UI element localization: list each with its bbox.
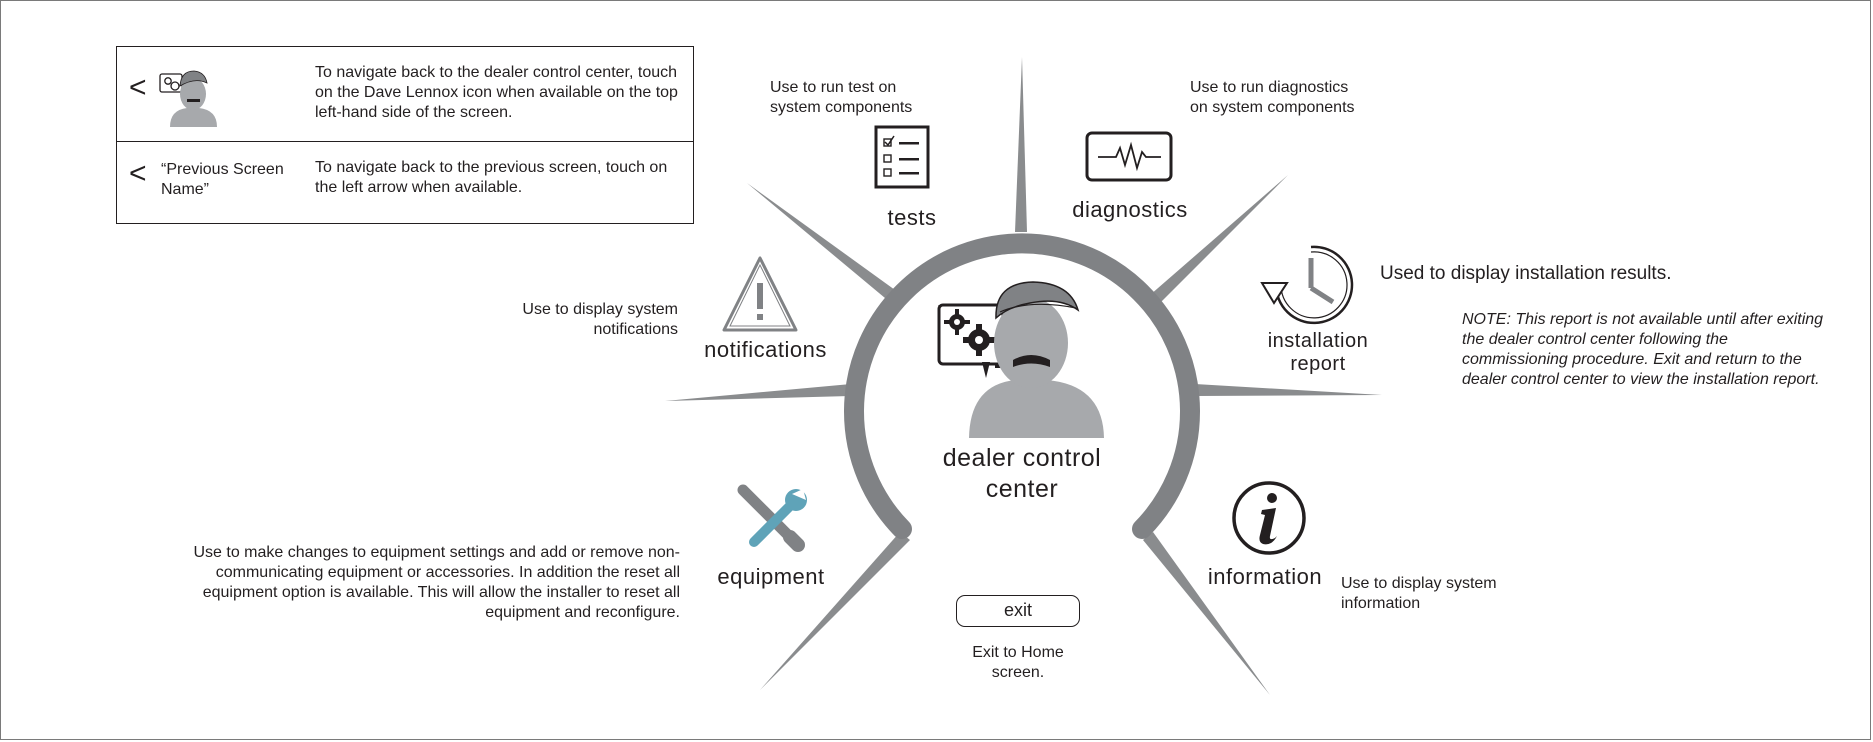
home-nav-row: < To navigate back to the dealer control…	[117, 47, 693, 142]
back-chevron-icon: <	[129, 71, 147, 104]
installation-report-note: NOTE: This report is not available until…	[1462, 311, 1824, 388]
spoke-right	[1195, 384, 1382, 396]
spoke-upper-left	[747, 183, 895, 298]
spoke-upper-right	[1150, 175, 1288, 303]
previous-screen-label: “Previous Screen Name”	[161, 161, 284, 198]
equipment-label[interactable]: equipment	[717, 564, 825, 589]
spoke-up	[1015, 57, 1027, 232]
information-description: Use to display system information	[1341, 575, 1497, 612]
pulse-monitor-icon[interactable]	[1085, 131, 1173, 182]
history-clock-icon[interactable]	[1260, 245, 1354, 325]
diagnostics-description: Use to run diagnostics on system compone…	[1190, 79, 1355, 116]
info-circle-icon[interactable]	[1232, 481, 1306, 555]
back-nav-description: To navigate back to the previous screen,…	[315, 159, 668, 196]
installation-report-label[interactable]: installation report	[1267, 330, 1369, 375]
center-ring	[844, 233, 1200, 539]
diagnostics-label[interactable]: diagnostics	[1072, 197, 1188, 222]
wrench-screwdriver-icon[interactable]	[737, 484, 807, 552]
notifications-label[interactable]: notifications	[704, 337, 827, 362]
tests-label[interactable]: tests	[887, 205, 937, 230]
home-nav-description: To navigate back to the dealer control c…	[315, 64, 678, 121]
exit-button[interactable]: exit	[956, 595, 1080, 627]
center-label: dealer control center	[942, 444, 1102, 503]
tests-description: Use to run test on system components	[770, 79, 913, 116]
radiating-spokes	[665, 57, 1382, 695]
information-label[interactable]: information	[1207, 564, 1323, 589]
checklist-icon[interactable]	[874, 125, 930, 189]
back-arrow-icon[interactable]: <	[129, 157, 147, 190]
exit-description: Exit to Home screen.	[972, 644, 1064, 681]
navigation-help-box: < To navigate back to the dealer control…	[116, 46, 694, 224]
dave-lennox-small-icon[interactable]	[157, 64, 221, 128]
spoke-lower-left	[760, 532, 910, 690]
installation-report-description: Used to display installation results.	[1380, 263, 1672, 284]
spoke-left	[665, 384, 851, 401]
notifications-description: Use to display system notifications	[522, 301, 678, 338]
warning-triangle-icon[interactable]	[722, 256, 798, 332]
equipment-description: Use to make changes to equipment setting…	[193, 544, 680, 621]
spoke-lower-right	[1143, 532, 1270, 695]
dave-lennox-icon[interactable]	[937, 281, 1104, 438]
